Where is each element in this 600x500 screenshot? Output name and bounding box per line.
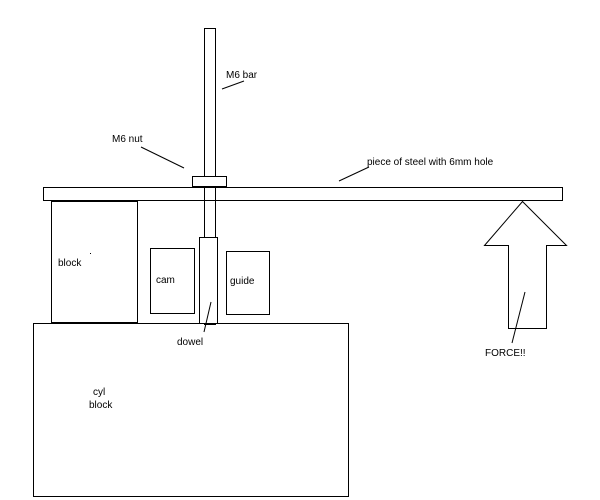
cam-label: cam <box>156 275 175 286</box>
steel-plate-shape <box>43 187 563 201</box>
dowel-shape <box>199 237 218 324</box>
cam-shape <box>150 248 195 314</box>
cyl-block-label-line2: block <box>89 400 113 411</box>
steel-label: piece of steel with 6mm hole <box>367 157 494 168</box>
block-shape <box>51 201 138 323</box>
leader-steel <box>338 166 370 182</box>
leader-m6-bar <box>221 80 245 90</box>
m6-nut-shape <box>192 176 227 187</box>
cyl-block-label-line1: cyl <box>93 387 105 398</box>
stray-dot <box>90 253 91 254</box>
guide-shape <box>226 251 270 315</box>
leader-dowel <box>203 301 212 333</box>
m6-bar-label: M6 bar <box>226 70 258 81</box>
force-label: FORCE!! <box>485 348 526 359</box>
guide-label: guide <box>230 276 255 287</box>
leader-force <box>511 291 526 344</box>
force-arrow <box>483 200 568 329</box>
cylinder-block-shape <box>33 323 349 497</box>
dowel-label: dowel <box>177 337 203 348</box>
leader-m6-nut <box>140 146 185 169</box>
m6-nut-label: M6 nut <box>112 134 143 145</box>
block-label: block <box>58 258 82 269</box>
